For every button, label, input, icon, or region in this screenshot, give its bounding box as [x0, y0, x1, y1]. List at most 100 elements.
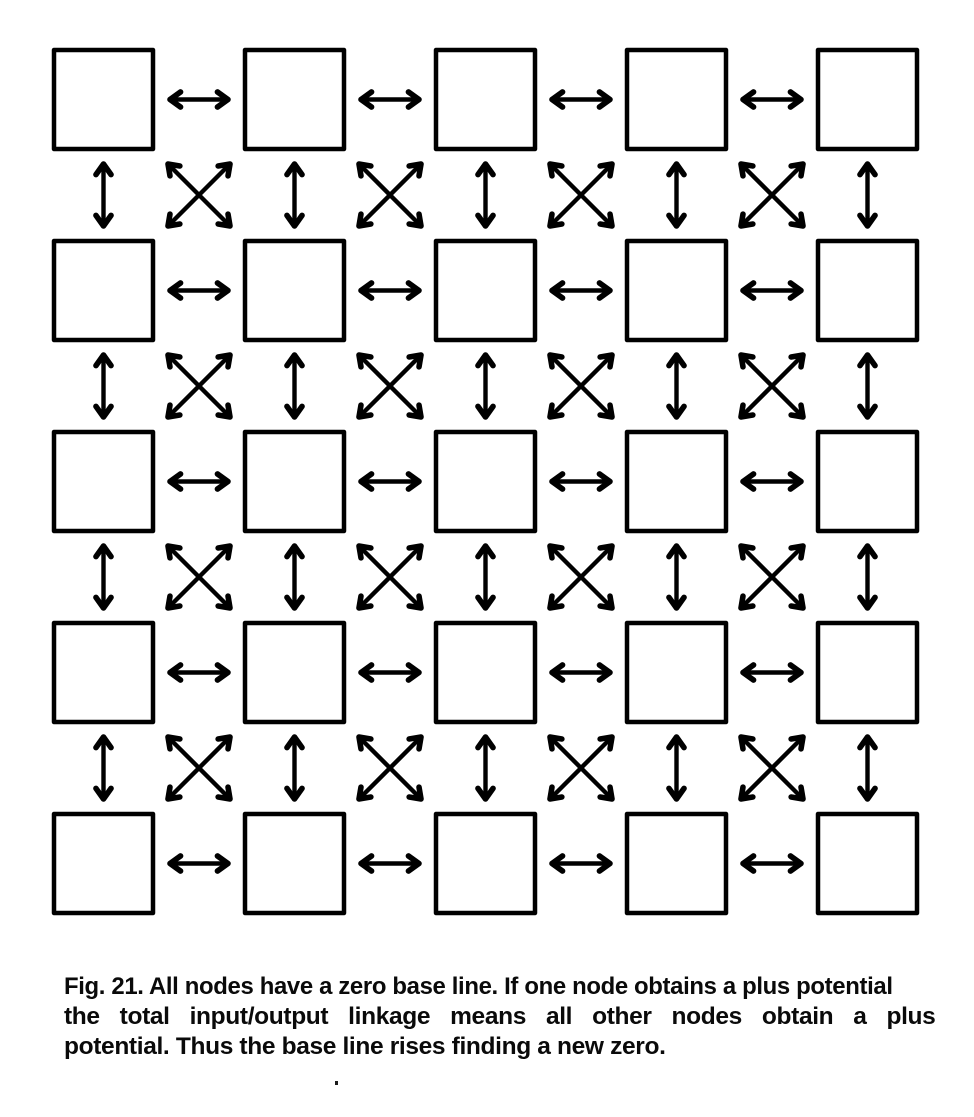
diagonal-double-arrow-nwse-head-end	[597, 402, 615, 420]
diagonal-double-arrow-nwse-head-end	[597, 593, 615, 611]
vertical-double-arrow-head-start	[475, 352, 496, 369]
diagonal-double-arrow-nesw-head-end	[738, 402, 756, 420]
diagonal-double-arrow-nesw-shaft	[165, 352, 233, 420]
diagonal-double-arrow-nesw	[547, 352, 615, 420]
node-square	[624, 811, 729, 916]
caption-line-1: Fig. 21. All nodes have a zero base line…	[64, 973, 893, 1000]
vertical-double-arrow-head-end	[666, 594, 687, 611]
horizontal-double-arrow-head-start	[167, 853, 184, 874]
node-square	[433, 429, 538, 534]
diagonal-double-arrow-nesw-shaft	[165, 161, 233, 229]
node-square	[51, 811, 156, 916]
horizontal-double-arrow-head-start	[549, 853, 566, 874]
horizontal-double-arrow-head-end	[596, 89, 613, 110]
diagonal-double-arrow-nwse-head-end	[788, 593, 806, 611]
vertical-double-arrow-head-end	[857, 594, 878, 611]
vertical-double-arrow-head-end	[475, 594, 496, 611]
horizontal-double-arrow-head-start	[358, 662, 375, 683]
diagonal-double-arrow-nwse-head-end	[788, 211, 806, 229]
diagonal-double-arrow-nwse-head-start	[738, 543, 756, 561]
vertical-double-arrow-head-start	[666, 543, 687, 560]
vertical-double-arrow-head-end	[475, 212, 496, 229]
diagonal-double-arrow-nesw	[165, 543, 233, 611]
diagonal-double-arrow-nesw-shaft	[738, 161, 806, 229]
horizontal-double-arrow-head-start	[358, 471, 375, 492]
vertical-double-arrow-head-end	[475, 785, 496, 802]
diagonal-double-arrow-nesw-head-start	[406, 161, 424, 179]
horizontal-double-arrow-head-end	[405, 853, 422, 874]
diagonal-double-arrow-nwse-head-start	[547, 543, 565, 561]
horizontal-double-arrow-head-start	[740, 280, 757, 301]
vertical-double-arrow-head-end	[93, 212, 114, 229]
diagonal-double-arrow-nesw	[738, 352, 806, 420]
caption-line-2: the total input/output linkage means all…	[64, 1003, 936, 1030]
node-square	[624, 238, 729, 343]
horizontal-double-arrow-head-start	[740, 853, 757, 874]
diagonal-double-arrow-nwse-head-start	[165, 734, 183, 752]
vertical-double-arrow-head-end	[93, 594, 114, 611]
diagonal-double-arrow-nesw-shaft	[547, 352, 615, 420]
diagonal-double-arrow-nwse-head-end	[215, 211, 233, 229]
diagonal-double-arrow-nwse-head-start	[356, 161, 374, 179]
diagonal-double-arrow-nesw	[165, 352, 233, 420]
diagonal-double-arrow-nesw-head-end	[165, 402, 183, 420]
diagonal-double-arrow-nesw	[738, 734, 806, 802]
diagonal-double-arrow-nesw	[356, 352, 424, 420]
vertical-double-arrow-head-start	[857, 161, 878, 178]
node-square	[242, 811, 347, 916]
node-square	[433, 811, 538, 916]
vertical-double-arrow-head-start	[857, 352, 878, 369]
diagonal-double-arrow-nesw-shaft	[356, 543, 424, 611]
diagonal-double-arrow-nesw	[547, 734, 615, 802]
vertical-double-arrow-head-end	[475, 403, 496, 420]
diagonal-double-arrow-nesw-head-start	[788, 543, 806, 561]
horizontal-double-arrow-head-start	[740, 662, 757, 683]
diagonal-double-arrow-nwse-head-start	[356, 543, 374, 561]
vertical-double-arrow-head-end	[666, 212, 687, 229]
diagonal-double-arrow-nesw-head-start	[215, 734, 233, 752]
vertical-double-arrow-head-end	[284, 594, 305, 611]
diagonal-double-arrow-nesw-shaft	[738, 352, 806, 420]
diagonal-double-arrow-nesw-head-start	[597, 352, 615, 370]
diagonal-double-arrow-nwse-head-end	[406, 593, 424, 611]
horizontal-double-arrow-head-start	[549, 89, 566, 110]
diagonal-double-arrow-nesw	[547, 543, 615, 611]
diagonal-double-arrow-nesw-head-start	[597, 734, 615, 752]
diagonal-double-arrow-nwse-head-end	[406, 402, 424, 420]
horizontal-double-arrow-head-end	[405, 662, 422, 683]
diagonal-double-arrow-nesw-head-start	[788, 734, 806, 752]
horizontal-double-arrow-head-start	[358, 853, 375, 874]
diagonal-double-arrow-nesw-shaft	[165, 734, 233, 802]
node-square	[815, 429, 920, 534]
vertical-double-arrow-head-start	[666, 352, 687, 369]
vertical-double-arrow-head-start	[475, 734, 496, 751]
vertical-double-arrow-head-start	[284, 352, 305, 369]
node-square	[242, 238, 347, 343]
diagonal-double-arrow-nesw-head-start	[597, 543, 615, 561]
diagonal-double-arrow-nwse-head-end	[406, 211, 424, 229]
node-square	[433, 620, 538, 725]
diagonal-double-arrow-nesw-head-end	[356, 593, 374, 611]
horizontal-double-arrow-head-start	[740, 471, 757, 492]
horizontal-double-arrow-head-end	[596, 471, 613, 492]
diagonal-double-arrow-nesw-head-end	[356, 211, 374, 229]
diagonal-double-arrow-nesw-head-end	[547, 593, 565, 611]
diagonal-double-arrow-nesw	[356, 161, 424, 229]
diagonal-double-arrow-nesw-head-start	[406, 734, 424, 752]
node-square	[624, 620, 729, 725]
node-square	[242, 620, 347, 725]
diagonal-double-arrow-nwse-head-start	[738, 352, 756, 370]
diagonal-double-arrow-nesw-head-end	[165, 784, 183, 802]
diagonal-double-arrow-nesw-head-start	[215, 352, 233, 370]
diagonal-double-arrow-nesw	[165, 161, 233, 229]
diagonal-double-arrow-nesw-head-start	[788, 161, 806, 179]
diagonal-double-arrow-nwse-head-end	[788, 784, 806, 802]
diagonal-double-arrow-nesw-head-start	[788, 352, 806, 370]
diagonal-double-arrow-nesw-head-start	[406, 352, 424, 370]
diagonal-double-arrow-nwse-head-start	[165, 543, 183, 561]
diagonal-double-arrow-nesw	[738, 543, 806, 611]
diagonal-double-arrow-nwse-head-start	[356, 352, 374, 370]
horizontal-double-arrow-head-end	[596, 662, 613, 683]
diagonal-double-arrow-nesw-head-start	[406, 543, 424, 561]
vertical-double-arrow-head-end	[857, 785, 878, 802]
